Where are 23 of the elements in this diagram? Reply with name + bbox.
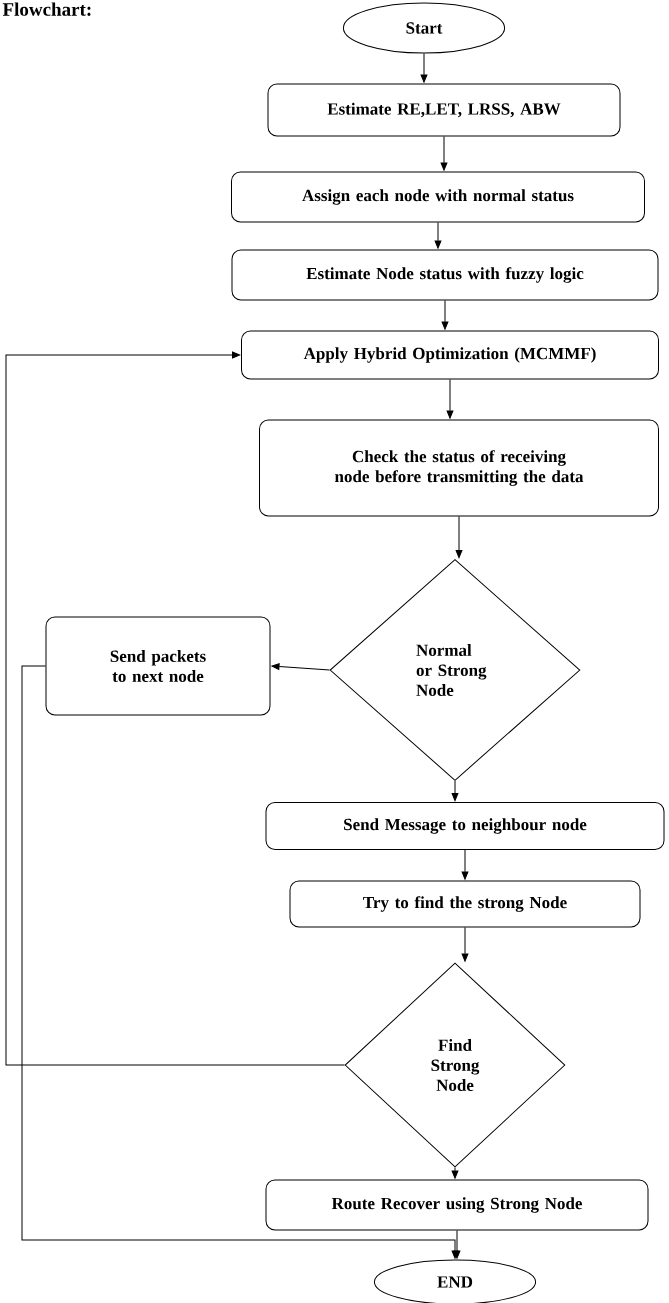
process-box: Check the status of receiving node before transmitting the data: [259, 419, 659, 517]
arrow: [441, 300, 449, 330]
process-box: Route Recover using Strong Node: [265, 1179, 649, 1231]
process-box: Send packets to next node: [45, 616, 271, 716]
process-box: Apply Hybrid Optimization (MCMMF): [241, 330, 659, 380]
arrow: [440, 136, 448, 171]
process-box: Estimate RE,LET, LRSS, ABW: [267, 83, 621, 137]
process-box: Assign each node with normal status: [231, 171, 645, 223]
arrow: [461, 849, 469, 880]
process-box: Try to find the strong Node: [289, 880, 641, 928]
process-box: Estimate Node status with fuzzy logic: [231, 249, 659, 301]
arrow: [451, 780, 459, 802]
arrow: [420, 53, 428, 83]
heading: Flowchart:: [2, 2, 91, 16]
arrow: [455, 516, 463, 559]
arrow: [446, 379, 454, 419]
arrow: [21, 665, 459, 1259]
arrow: [451, 1167, 459, 1179]
arrow: [271, 663, 330, 671]
arrow: [434, 222, 442, 249]
arrow: [5, 351, 345, 1066]
process-box: Send Message to neighbour node: [265, 802, 665, 850]
arrow: [461, 927, 469, 962]
